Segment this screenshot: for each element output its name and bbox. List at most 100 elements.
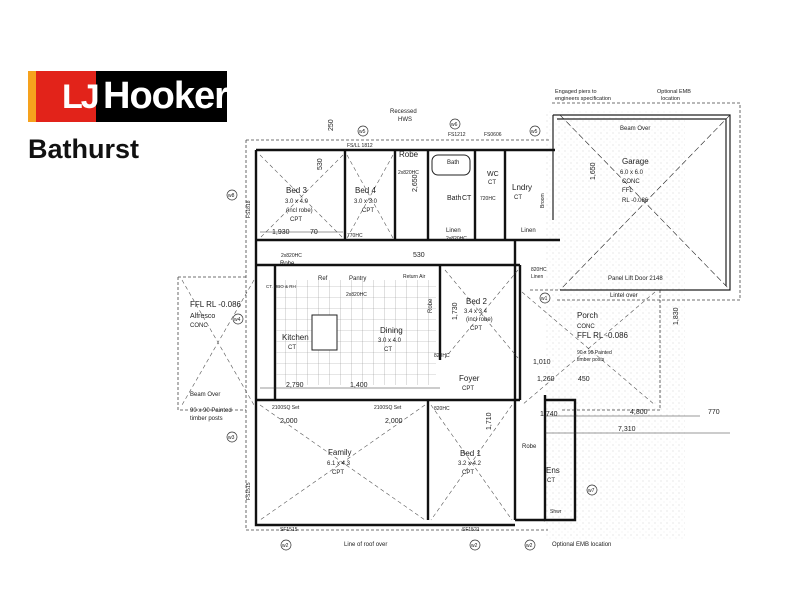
robe-bed2-name: Robe	[428, 298, 434, 313]
frame-sf1521: SF1521	[462, 527, 480, 533]
wc-name: WC	[487, 171, 499, 178]
porch-name: Porch	[577, 311, 598, 320]
ens-floor: CT	[547, 478, 555, 484]
painted-posts-porch-1: 90 x 90 Painted	[577, 350, 612, 356]
window-w5a: w5	[359, 129, 366, 135]
bed2-floor: CPT	[470, 326, 482, 332]
painted-posts-alfresco-1: 90 x 90 Painted	[190, 408, 232, 414]
linen3-name: Linen	[531, 274, 543, 280]
kitchen-name: Kitchen	[282, 333, 309, 342]
door-2100sq-b: 2100SQ Set	[374, 405, 402, 411]
logo-stripe-red	[36, 71, 44, 122]
kitchen-island	[311, 314, 338, 351]
dim-1740: 1,740	[540, 411, 558, 418]
lintel-over: Lintel over	[610, 293, 638, 299]
dim-2650: 2,650	[412, 174, 419, 192]
alfresco-name: Alfresco	[190, 313, 215, 320]
bed2-name: Bed 2	[466, 297, 487, 306]
window-w8: w8	[228, 193, 235, 199]
painted-posts-alfresco-2: timber posts	[190, 416, 223, 422]
dining-name: Dining	[380, 326, 403, 335]
window-w5b: w5	[531, 129, 538, 135]
porch-ffl: FFL RL -0.086	[577, 331, 629, 340]
dim-1650: 1,650	[590, 162, 597, 180]
family-floor: CPT	[332, 470, 344, 476]
dim-530: 530	[317, 158, 324, 170]
window-tag-labels: w5 w6 w5 w4 w3 w1 w2 w2 w2 w7 w8	[228, 122, 595, 549]
door-720hc: 720HC	[480, 196, 496, 202]
bed4-floor: CPT	[362, 208, 374, 214]
logo-lj-block	[44, 71, 96, 122]
robe-bed1-name: Robe	[522, 444, 537, 450]
dim-1260: 1,260	[537, 376, 555, 383]
lndry-name: Lndry	[512, 183, 532, 192]
bed3-dims: 3.0 x 4.0	[285, 199, 309, 205]
dimension-labels: 1,930 70 2,790 1,400 2,000 2,000 4,800 7…	[260, 119, 730, 434]
roof-line	[177, 102, 741, 531]
kitchen-floor: CT	[288, 345, 296, 351]
bed4-name: Bed 4	[355, 186, 376, 195]
recessed-text: Recessed	[390, 109, 417, 115]
door-labels: 2x820HC 770HC 720HC 2x820HC 820HC 820HC …	[272, 170, 547, 412]
logo-stripe-orange	[28, 71, 36, 122]
logo-name-block	[96, 71, 227, 122]
bathtub	[431, 154, 471, 176]
engaged-piers-2: engineers specification	[555, 96, 611, 102]
garage-name: Garage	[622, 157, 649, 166]
ens-name: Ens	[546, 466, 560, 475]
lndry-floor: CT	[514, 195, 522, 201]
linen1-name: Linen	[446, 228, 461, 234]
door-820hc-c: 820HC	[531, 267, 547, 273]
dim-2790: 2,790	[286, 382, 304, 389]
branch-name: Bathurst	[28, 134, 140, 164]
dining-dims: 3.0 x 4.0	[378, 338, 402, 344]
garage-floor: CONC	[622, 179, 640, 185]
dim-1710: 1,710	[486, 412, 493, 430]
bed1-dims: 3.2 x 4.2	[458, 461, 482, 467]
bath-label: Bath	[447, 195, 462, 202]
logo-name-text: Hooker	[103, 75, 229, 117]
house-walls	[254, 148, 577, 527]
frame-sf1515: SF1515	[280, 527, 298, 533]
dim-250: 250	[328, 119, 335, 131]
dining-floor: CT	[384, 347, 392, 353]
room-labels: Bed 3 3.0 x 4.0 (incl robe) CPT Bed 4 3.…	[190, 150, 649, 515]
fridge-note: CT. UBO & RH	[266, 284, 296, 289]
shwr-name: Shwr	[550, 509, 562, 515]
bath-floor: CT	[462, 195, 472, 202]
garage-dims: 6.0 x 6.0	[620, 170, 644, 176]
window-w2b: w2	[471, 543, 478, 549]
optional-emb-2: location	[661, 96, 680, 102]
robe-hall-name: Robe	[280, 261, 295, 267]
broom-name: Broom	[540, 193, 546, 208]
dim-450: 450	[578, 376, 590, 383]
bed4-dims: 3.0 x 3.0	[354, 199, 378, 205]
door-2100sq-a: 2100SQ Set	[272, 405, 300, 411]
return-air-name: Return Air	[403, 274, 426, 280]
dim-1010: 1,010	[533, 359, 551, 366]
lj-hooker-logo: LJ Hooker	[28, 71, 229, 122]
window-w6: w6	[451, 122, 458, 128]
dim-2000b: 2,000	[385, 418, 403, 425]
frame-fs1212: FS1212	[448, 132, 466, 138]
bed1-name: Bed 1	[460, 449, 481, 458]
kitchen-tiles	[276, 280, 436, 385]
porch-floor: CONC	[577, 324, 595, 330]
dim-1830: 1,830	[673, 307, 680, 325]
frame-fs1515: FS1515	[246, 482, 252, 500]
painted-posts-porch-2: timber posts	[577, 357, 605, 363]
family-name: Family	[328, 448, 352, 457]
bed2-dims: 3.4 x 3.4	[464, 309, 488, 315]
door-2x820hc-pantry: 2x820HC	[346, 292, 367, 298]
door-2x820hc-linen: 2x820HC	[446, 236, 467, 242]
dim-4800: 4,800	[630, 409, 648, 416]
window-tags	[226, 118, 598, 551]
dim-70: 70	[310, 229, 318, 236]
window-w2a: w2	[282, 543, 289, 549]
wc-floor: CT	[488, 180, 496, 186]
garage-rl: RL -0.086	[622, 198, 649, 204]
panel-lift-door: Panel Lift Door 2148	[608, 276, 663, 282]
window-w7: w7	[588, 488, 595, 494]
dim-1400: 1,400	[350, 382, 368, 389]
